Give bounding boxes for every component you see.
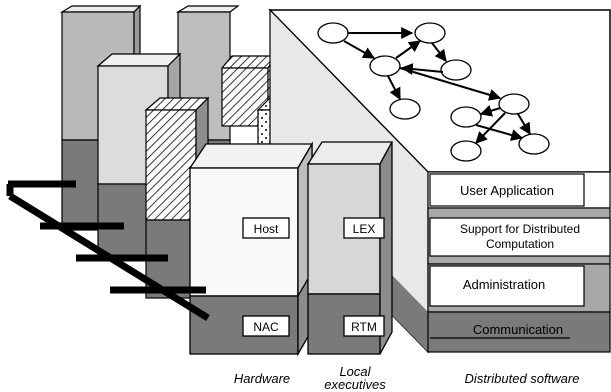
application-graph <box>317 22 550 162</box>
graph-node <box>518 133 550 155</box>
rtm-box <box>343 315 385 337</box>
lex-box <box>343 217 385 239</box>
graph-node <box>440 59 472 81</box>
administration-layer <box>429 265 585 307</box>
lex-label: LEX <box>353 222 376 236</box>
graph-node <box>317 22 349 44</box>
graph-node <box>414 22 446 44</box>
rtm-label: RTM <box>351 320 377 334</box>
graph-node <box>389 98 421 120</box>
caption-distributed-software: Distributed software <box>465 371 580 386</box>
graph-node <box>369 55 401 77</box>
network-bus <box>6 180 210 321</box>
user-application-label: User Application <box>460 183 554 198</box>
graph-node <box>450 106 482 128</box>
support-label-line2: Computation <box>486 237 554 251</box>
caption-local-line2: executives <box>324 377 386 392</box>
host-box <box>242 217 290 239</box>
nac-label: NAC <box>253 320 279 334</box>
graph-node <box>498 93 530 115</box>
caption-hardware: Hardware <box>234 371 290 386</box>
nac-box <box>242 315 290 337</box>
support-label-line1: Support for Distributed <box>460 222 580 236</box>
administration-label: Administration <box>463 277 545 292</box>
user-application-layer <box>429 173 585 207</box>
caption-local-line1: Local <box>339 364 371 379</box>
support-layer <box>429 217 611 257</box>
host-label: Host <box>254 222 279 236</box>
graph-edges <box>343 27 531 144</box>
graph-node <box>450 140 482 162</box>
communication-label: Communication <box>473 322 563 337</box>
